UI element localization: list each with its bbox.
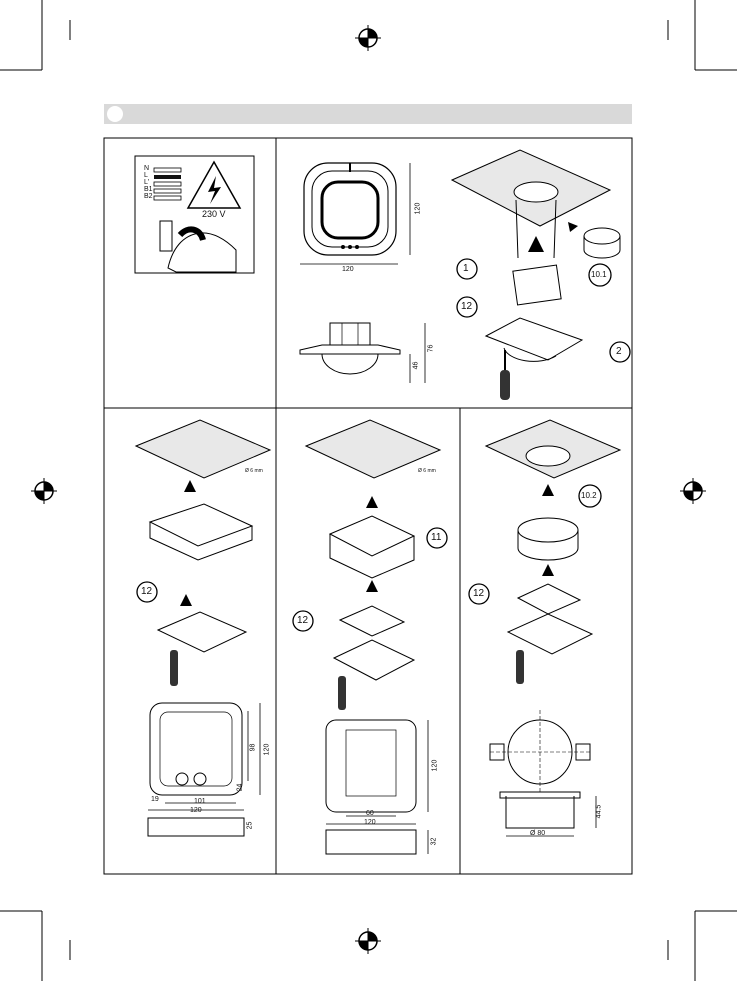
wire-label-list: N L L' B1 B2	[144, 165, 153, 200]
front-width-dim: 120	[342, 266, 354, 273]
safety-panel	[135, 156, 254, 273]
sensor-front-view	[300, 163, 410, 264]
callout-12-a-label: 12	[461, 301, 472, 312]
high-voltage-icon	[188, 162, 240, 208]
callout-11-label: 11	[431, 532, 441, 543]
wire-label-l-switched: L'	[144, 179, 153, 186]
wire-label-l: L	[144, 172, 153, 179]
voltage-label: 230 V	[202, 209, 226, 219]
surface-width-dim: 120	[190, 807, 202, 814]
wire-legend	[154, 168, 181, 200]
flush-box-depth-dim: 44.5	[595, 805, 602, 819]
callout-12-b-label: 12	[141, 586, 152, 597]
callout-10-2-label: 10.2	[581, 491, 597, 500]
flush-box-diameter-dim: Ø 80	[530, 830, 545, 837]
callout-12-d-label: 12	[473, 588, 484, 599]
callout-1-label: 1	[463, 263, 469, 274]
surface-mount-illustration	[136, 420, 270, 686]
drill-note-b: Ø 6 mm	[418, 468, 436, 474]
callout-12-c-label: 12	[297, 615, 308, 626]
surface-corner-dim: 24	[236, 784, 243, 792]
sensor-side-view	[300, 323, 425, 383]
side-height-inner-dim: 46	[412, 362, 419, 370]
flush-box-dimension-drawing	[490, 710, 596, 836]
frame-dimension-drawing	[326, 720, 428, 854]
wire-label-b2: B2	[144, 193, 153, 200]
callout-10-1-label: 10.1	[591, 270, 607, 279]
surface-box-dimension-drawing	[148, 703, 260, 836]
surface-height-dim: 120	[263, 744, 270, 756]
frame-inner-width-dim: 60	[366, 810, 374, 817]
wire-label-b1: B1	[144, 186, 153, 193]
front-height-dim: 120	[414, 203, 421, 215]
frame-mount-illustration	[306, 420, 440, 710]
drill-note-a: Ø 6 mm	[245, 468, 263, 474]
breaker-switch-off-icon	[160, 221, 236, 272]
frame-height-dim: 120	[431, 760, 438, 772]
surface-side-offset-dim: 19	[151, 796, 159, 803]
surface-inner-height-dim: 98	[249, 744, 256, 752]
flush-box-mount-illustration	[486, 420, 620, 684]
frame-width-dim: 120	[364, 819, 376, 826]
frame-depth-dim: 32	[430, 838, 437, 846]
callout-2-label: 2	[616, 346, 622, 357]
surface-inner-width-dim: 101	[194, 798, 206, 805]
wire-label-n: N	[144, 165, 153, 172]
surface-depth-dim: 25	[246, 822, 253, 830]
side-height-outer-dim: 76	[427, 345, 434, 353]
